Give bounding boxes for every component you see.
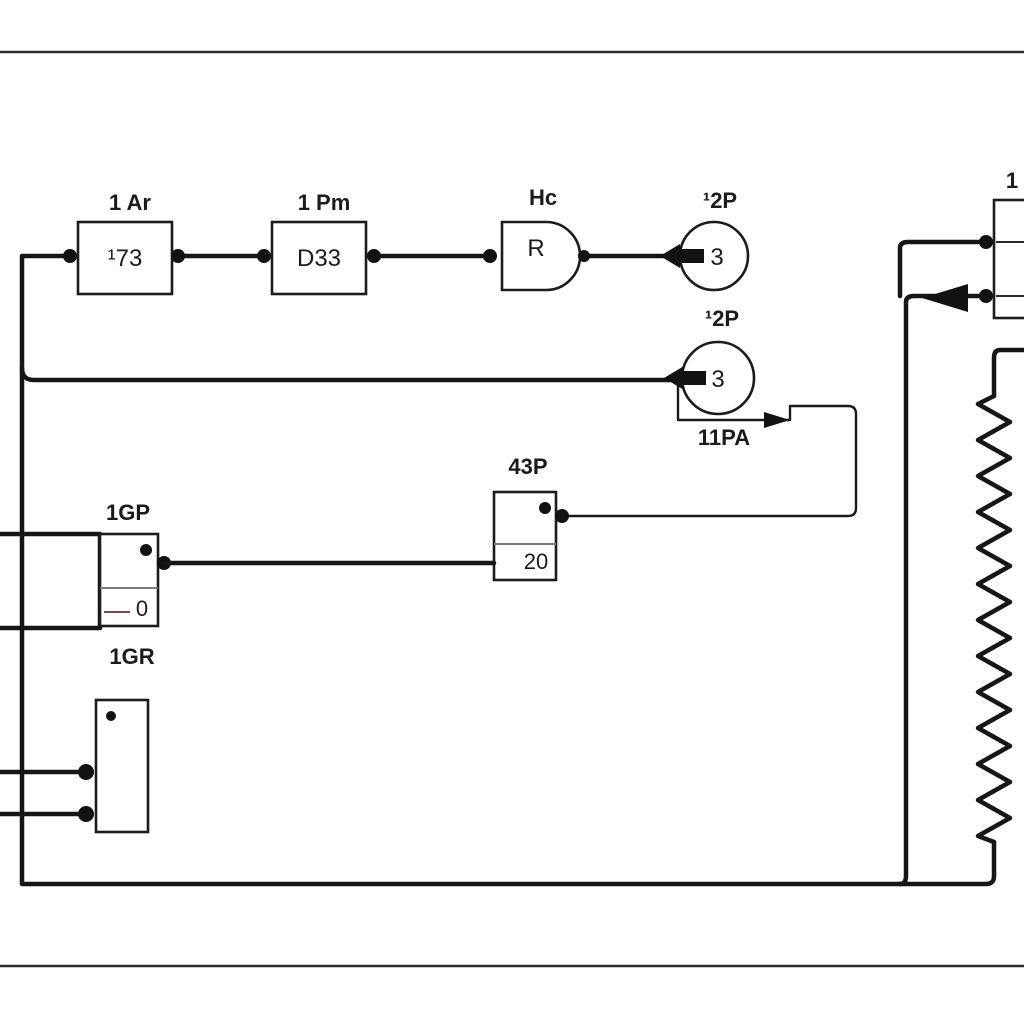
meter-top-contact: [680, 249, 704, 263]
block-2-text: D33: [297, 245, 341, 272]
meter-top-label: ¹2P: [703, 188, 737, 213]
block-mid-terminal-top: [539, 502, 551, 514]
meter-top-arrow: [660, 244, 680, 268]
block-2: [270, 220, 368, 296]
right-return-wire: [897, 293, 987, 887]
block-1-left-terminal: [63, 249, 77, 263]
block-1-text: ¹73: [108, 245, 143, 272]
right-edge-label: 1: [1006, 168, 1018, 193]
block-1-right-terminal: [171, 249, 185, 263]
block-mid-text: 20: [524, 549, 548, 574]
block-left-outer: [0, 531, 103, 631]
meter-mid-feed-wire: [19, 365, 675, 383]
block-left-label: 1GP: [106, 500, 150, 525]
right-block: [992, 198, 1024, 320]
resistor-zigzag: [975, 393, 1013, 845]
left-bus-wire: [19, 253, 903, 887]
block-1: [76, 220, 174, 296]
meter-top-text: 3: [710, 244, 723, 271]
block-bottom-terminal-2: [78, 806, 94, 822]
meter-mid-lead: [562, 380, 858, 518]
resistor-bottom-lead: [897, 839, 997, 887]
gate-text: R: [527, 235, 544, 262]
block-2-left-terminal: [257, 249, 271, 263]
meter-mid-contact: [684, 371, 706, 385]
gate-label: Hc: [529, 185, 557, 210]
meter-mid-label: ¹2P: [705, 306, 739, 331]
gate-output-terminal: [578, 250, 590, 262]
meter-mid-lead-arrow: [764, 412, 790, 428]
meter-mid-text: 3: [711, 366, 724, 393]
meter-mid-arrow: [664, 366, 684, 390]
right-feed-wire: [897, 239, 989, 299]
block-2-label: 1 Pm: [298, 190, 351, 215]
resistor-lead: [991, 347, 1024, 399]
block-bottom-terminal-top: [106, 711, 116, 721]
block-left-terminal-top: [140, 544, 152, 556]
block-1-label: 1 Ar: [109, 190, 151, 215]
block-bottom-terminal-1: [78, 764, 94, 780]
block-mid-label: 43P: [508, 454, 547, 479]
block-2-right-terminal: [367, 249, 381, 263]
meter-mid-sub-label: 11PA: [698, 425, 750, 450]
block-mid-terminal-right: [555, 509, 569, 523]
block-left-text: 0: [136, 596, 148, 621]
right-terminal-2: [979, 289, 993, 303]
block-bottom: [94, 698, 150, 834]
block-bottom-label: 1GR: [109, 644, 154, 669]
block-left: [98, 532, 160, 628]
right-terminal-1: [979, 235, 993, 249]
gate-input-terminal: [483, 249, 497, 263]
right-arrow: [922, 284, 968, 312]
